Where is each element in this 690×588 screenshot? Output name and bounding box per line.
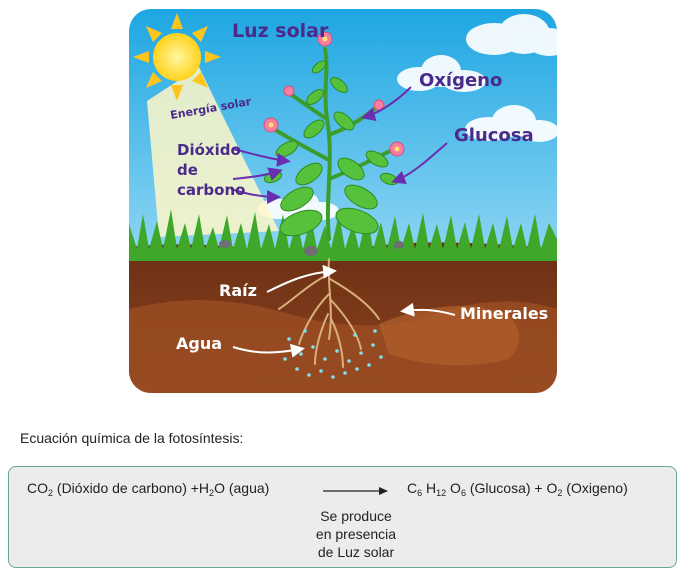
soil-pocket [379, 306, 519, 366]
arrows [230, 86, 448, 204]
label-co2-line1: Dióxido [177, 141, 241, 159]
water-droplets [283, 329, 383, 379]
label-water: Agua [176, 334, 222, 353]
reaction-condition: Se produce en presencia de Luz solar [315, 508, 397, 560]
label-co2-line3: carbono [177, 181, 245, 199]
equation-caption: Ecuación química de la fotosíntesis: [20, 430, 244, 446]
equation-reactants: CO2 (Dióxido de carbono) +H2O (agua) [27, 480, 270, 498]
photosynthesis-illustration: Luz solar Energía solar Dióxido de carbo… [129, 9, 557, 393]
cloud-top-right [466, 14, 557, 56]
pebble [219, 240, 231, 248]
label-sunlight: Luz solar [232, 20, 329, 42]
cloud-middle [397, 55, 486, 92]
label-glucose: Glucosa [454, 125, 534, 146]
sunbeam [147, 67, 279, 237]
pebble [394, 241, 404, 249]
label-co2-line2: de [177, 161, 198, 179]
cloud-right [465, 105, 557, 142]
pebble [304, 246, 318, 256]
equation-products: C6 H12 O6 (Glucosa) + O2 (Oxigeno) [407, 480, 628, 498]
soil-arrows [232, 264, 456, 358]
label-root: Raíz [219, 281, 257, 300]
grass [129, 209, 557, 261]
equation-box: CO2 (Dióxido de carbono) +H2O (agua) C6 … [8, 466, 677, 568]
sun [133, 13, 221, 101]
label-oxygen: Oxígeno [419, 70, 502, 91]
reaction-arrow-icon [323, 487, 388, 495]
label-minerals: Minerales [460, 304, 548, 323]
